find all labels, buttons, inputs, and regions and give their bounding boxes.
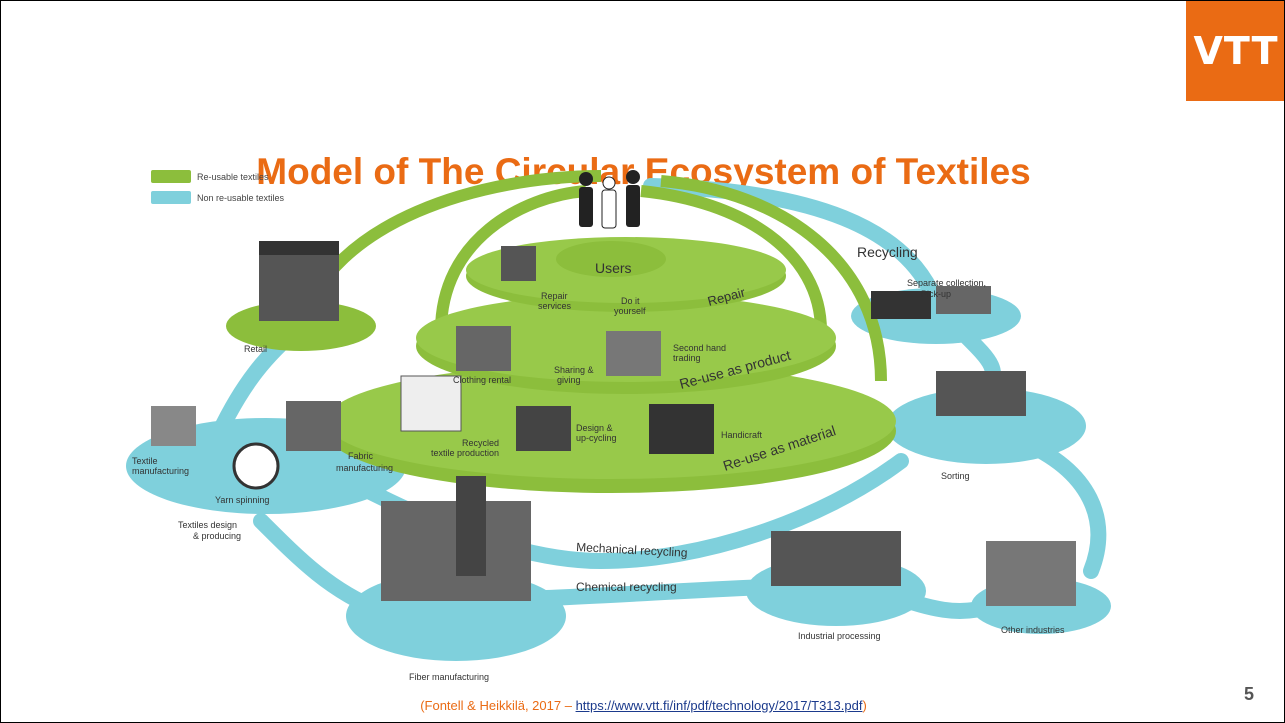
sewing-machine-icon bbox=[501, 246, 536, 281]
label-mechanical-recycling: Mechanical recycling bbox=[576, 540, 688, 560]
label-fabric-manufacturing: manufacturing bbox=[336, 463, 393, 473]
second-hand-store-icon bbox=[606, 331, 661, 376]
building-icons bbox=[151, 241, 1076, 606]
tshirt-icon bbox=[151, 406, 196, 446]
label-sorting: Sorting bbox=[941, 471, 970, 481]
yarn-spool-icon bbox=[232, 442, 280, 490]
label-recycled: Recycled bbox=[462, 438, 499, 448]
citation-prefix: (Fontell & Heikkilä, 2017 – bbox=[420, 698, 576, 713]
legend-item-non-reusable: Non re-usable textiles bbox=[151, 187, 284, 208]
label-textiles-design: Textiles design bbox=[178, 520, 237, 530]
label-repair-services: Repair bbox=[541, 291, 568, 301]
label-textile: Textile bbox=[132, 456, 158, 466]
legend-label: Re-usable textiles bbox=[197, 171, 269, 182]
collection-box-icon bbox=[936, 286, 991, 314]
label-second-hand: Second hand bbox=[673, 343, 726, 353]
legend-item-reusable: Re-usable textiles bbox=[151, 166, 284, 187]
label-fabric: Fabric bbox=[348, 451, 374, 461]
arc-outer-right bbox=[660, 175, 887, 382]
handicraft-people-icon bbox=[649, 404, 714, 454]
legend: Re-usable textiles Non re-usable textile… bbox=[151, 166, 284, 208]
label-recycling: Recycling bbox=[857, 244, 918, 260]
label-producing: & producing bbox=[193, 531, 241, 541]
tier-material-top bbox=[326, 363, 896, 479]
label-fiber-manufacturing: Fiber manufacturing bbox=[409, 672, 489, 682]
recycle-bin-icon bbox=[871, 291, 931, 319]
citation-suffix: ) bbox=[862, 698, 867, 713]
label-industrial-processing: Industrial processing bbox=[798, 631, 881, 641]
other-industries-icon bbox=[986, 541, 1076, 606]
citation-link[interactable]: https://www.vtt.fi/inf/pdf/technology/20… bbox=[575, 698, 863, 713]
page-number: 5 bbox=[1243, 684, 1254, 704]
label-retail: Retail bbox=[244, 344, 267, 354]
sorting-facility-icon bbox=[936, 371, 1026, 416]
label-giving: giving bbox=[557, 375, 581, 385]
fabric-icon bbox=[286, 401, 341, 451]
label-design: Design & bbox=[576, 423, 613, 433]
tier-users bbox=[556, 241, 666, 277]
label-other-industries: Other industries bbox=[1001, 625, 1065, 635]
recycled-production-icon bbox=[400, 375, 462, 432]
label-sharing: Sharing & bbox=[554, 365, 594, 375]
vtt-logo: VTT bbox=[1186, 1, 1284, 101]
legend-swatch-blue bbox=[151, 191, 191, 204]
legend-label: Non re-usable textiles bbox=[197, 192, 285, 203]
citation: (Fontell & Heikkilä, 2017 – https://www.… bbox=[1, 698, 1284, 713]
label-separate-collection: Separate collection, bbox=[907, 278, 986, 288]
label-diy-2: yourself bbox=[614, 306, 646, 316]
upcycling-shop-icon bbox=[516, 406, 571, 451]
label-clothing-rental: Clothing rental bbox=[453, 375, 511, 385]
arc-inner-right bbox=[640, 185, 827, 332]
label-recycled-production: textile production bbox=[431, 448, 499, 458]
legend-swatch-green bbox=[151, 170, 191, 183]
label-diy: Do it bbox=[621, 296, 640, 306]
label-handicraft: Handicraft bbox=[721, 430, 763, 440]
label-users: Users bbox=[595, 260, 632, 276]
label-textile-manufacturing: manufacturing bbox=[132, 466, 189, 476]
label-yarn-spinning: Yarn spinning bbox=[215, 495, 269, 505]
label-repair-services-2: services bbox=[538, 301, 572, 311]
label-trading: trading bbox=[673, 353, 701, 363]
label-upcycling: up-cycling bbox=[576, 433, 617, 443]
industrial-factory-icon bbox=[771, 531, 901, 586]
label-pickup: Pick-up bbox=[921, 289, 951, 299]
users-figures bbox=[579, 170, 640, 229]
rental-shop-icon bbox=[456, 326, 511, 371]
arc-inner-left bbox=[435, 185, 587, 332]
label-chemical-recycling: Chemical recycling bbox=[576, 580, 677, 594]
